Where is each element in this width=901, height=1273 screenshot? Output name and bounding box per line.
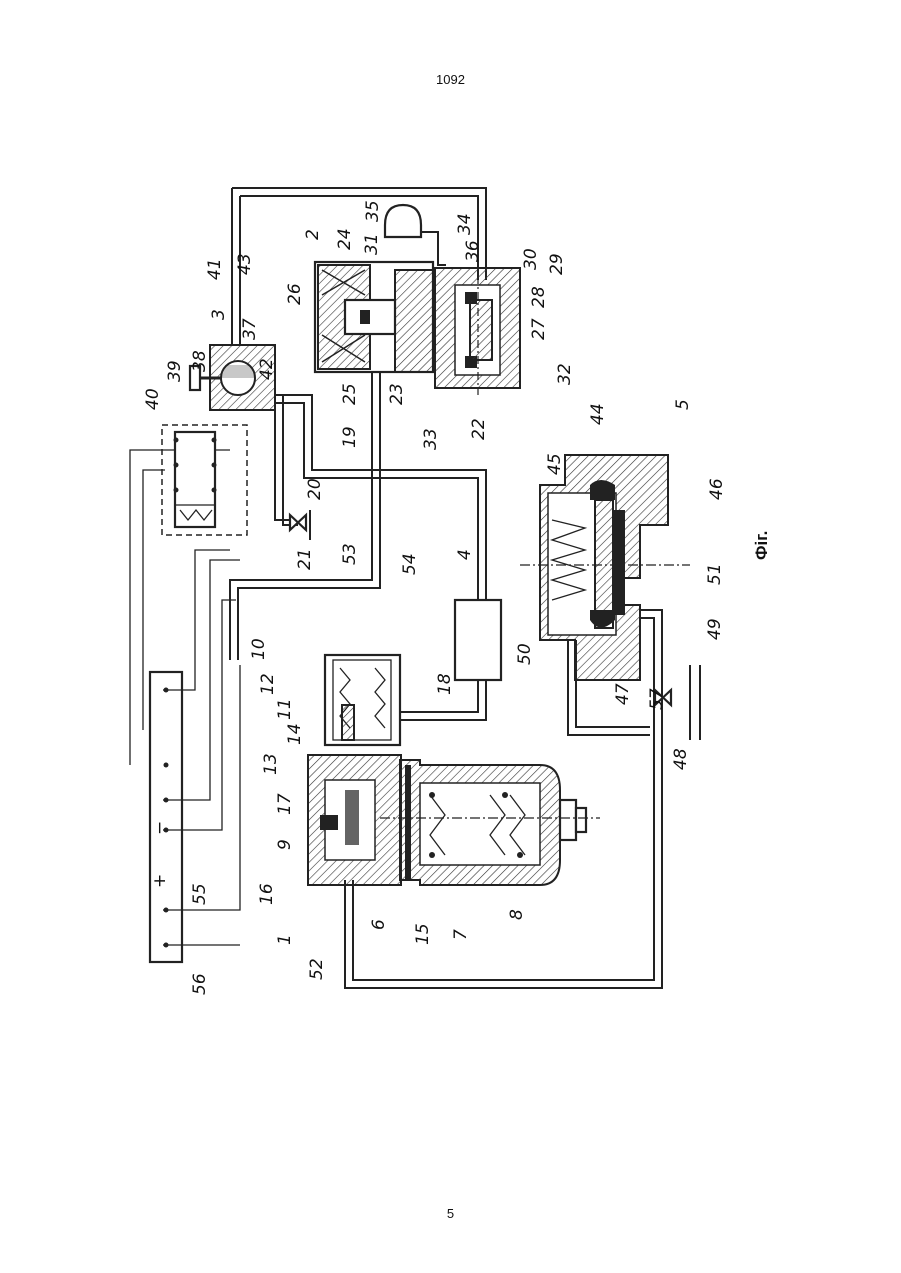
solenoid-valve-2 bbox=[315, 262, 433, 372]
label-22: 22 bbox=[469, 418, 489, 440]
label-47: 47 bbox=[613, 683, 633, 705]
label-34: 34 bbox=[455, 213, 475, 235]
valve-21 bbox=[283, 395, 310, 540]
label-43: 43 bbox=[235, 253, 255, 275]
label-27: 27 bbox=[529, 318, 549, 340]
regulator-1 bbox=[308, 655, 401, 885]
label-21: 21 bbox=[295, 548, 315, 570]
label-49: 49 bbox=[705, 618, 725, 640]
label-15: 15 bbox=[413, 923, 433, 945]
label-16: 16 bbox=[257, 883, 277, 905]
label-7: 7 bbox=[451, 929, 471, 940]
label-57: 57 bbox=[647, 688, 667, 710]
label-19: 19 bbox=[340, 426, 360, 448]
label-36: 36 bbox=[463, 240, 483, 262]
label-55: 55 bbox=[190, 883, 210, 905]
label-1: 1 bbox=[275, 934, 295, 945]
label-3: 3 bbox=[209, 309, 229, 320]
label-28: 28 bbox=[529, 286, 549, 308]
label-26: 26 bbox=[285, 283, 305, 305]
label-29: 29 bbox=[547, 253, 567, 275]
label-8: 8 bbox=[507, 909, 527, 920]
label-10: 10 bbox=[249, 638, 269, 660]
label-5: 5 bbox=[673, 399, 693, 410]
switch-40 bbox=[162, 425, 247, 535]
label-31: 31 bbox=[362, 233, 382, 255]
label-25: 25 bbox=[340, 383, 360, 405]
sensor-35 bbox=[385, 205, 446, 265]
label-32: 32 bbox=[555, 363, 575, 385]
label-17: 17 bbox=[275, 793, 295, 815]
label-6: 6 bbox=[369, 919, 389, 930]
label-4: 4 bbox=[455, 549, 475, 560]
label-40: 40 bbox=[143, 388, 163, 410]
label-33: 33 bbox=[421, 428, 441, 450]
label-9: 9 bbox=[275, 839, 295, 850]
label-24: 24 bbox=[335, 228, 355, 250]
label-13: 13 bbox=[261, 753, 281, 775]
label-51: 51 bbox=[705, 563, 725, 585]
label-48: 48 bbox=[671, 748, 691, 770]
label-45: 45 bbox=[545, 453, 565, 475]
label-53: 53 bbox=[340, 543, 360, 565]
label-41: 41 bbox=[205, 258, 225, 280]
label-56: 56 bbox=[190, 973, 210, 995]
figure-caption: Фіг. bbox=[752, 531, 772, 560]
label-2: 2 bbox=[303, 229, 323, 240]
label-20: 20 bbox=[305, 478, 325, 500]
label-42: 42 bbox=[257, 358, 277, 380]
label-50: 50 bbox=[515, 643, 535, 665]
throttle-4 bbox=[455, 600, 501, 680]
terminal-block bbox=[150, 672, 182, 962]
label-52: 52 bbox=[307, 958, 327, 980]
label-39: 39 bbox=[165, 360, 185, 382]
page-footer-number: 5 bbox=[0, 1206, 901, 1221]
label-46: 46 bbox=[707, 478, 727, 500]
label-14: 14 bbox=[285, 723, 305, 745]
actuator-5 bbox=[520, 455, 690, 680]
label-54: 54 bbox=[400, 553, 420, 575]
label-37: 37 bbox=[240, 318, 260, 340]
label-30: 30 bbox=[521, 248, 541, 270]
spring-housing-8 bbox=[380, 760, 600, 885]
sign-plus: + bbox=[150, 874, 170, 888]
label-18: 18 bbox=[435, 673, 455, 695]
label-12: 12 bbox=[258, 673, 278, 695]
label-11: 11 bbox=[275, 698, 295, 720]
label-35: 35 bbox=[363, 200, 383, 222]
label-23: 23 bbox=[387, 383, 407, 405]
label-44: 44 bbox=[588, 403, 608, 425]
label-38: 38 bbox=[190, 350, 210, 372]
sign-minus: − bbox=[150, 821, 170, 835]
pilot-unit-22 bbox=[435, 260, 520, 395]
